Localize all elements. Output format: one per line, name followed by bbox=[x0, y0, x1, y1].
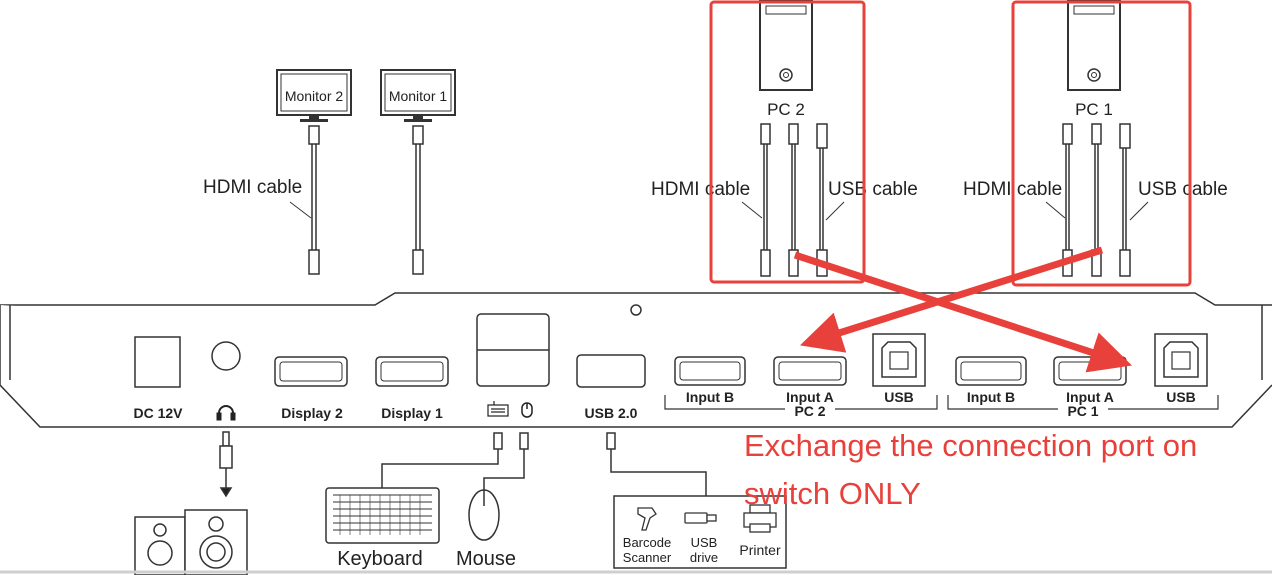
monitor-1-label: Monitor 1 bbox=[389, 88, 448, 104]
pc-1-group-label: PC 1 bbox=[1067, 403, 1098, 419]
annotation-line-2: switch ONLY bbox=[744, 476, 921, 511]
keyboard-mouse-usb-ports bbox=[476, 313, 550, 387]
monitor-hdmi-cables bbox=[289, 125, 424, 275]
pc-1-label: PC 1 bbox=[1075, 100, 1113, 119]
usb-drive-label-1: USB bbox=[691, 535, 718, 550]
display-2-label: Display 2 bbox=[281, 405, 343, 421]
usb-hub-cable bbox=[606, 432, 707, 496]
pc-1-input-a-label: Input A bbox=[1066, 389, 1114, 405]
mouse bbox=[468, 489, 500, 541]
arrow-pc2-to-pc1-input-a bbox=[793, 251, 1132, 373]
keyboard bbox=[325, 487, 440, 544]
barcode-scanner-label-1: Barcode bbox=[623, 535, 671, 550]
pc-1-highlight-box bbox=[1011, 0, 1192, 287]
display-1-port bbox=[375, 356, 449, 387]
pc-1-input-b-label: Input B bbox=[967, 389, 1015, 405]
speakers bbox=[134, 509, 248, 575]
pc-1-input-b-port bbox=[955, 356, 1027, 386]
pc-2 bbox=[759, 0, 813, 91]
pc-2-hdmi-cable-label: HDMI cable bbox=[651, 179, 750, 200]
keyboard-label: Keyboard bbox=[337, 548, 423, 570]
mouse-icon bbox=[521, 402, 533, 418]
headphone-icon bbox=[216, 405, 236, 421]
pc-2-input-a-port bbox=[773, 356, 847, 386]
pc-2-group-label: PC 2 bbox=[794, 403, 825, 419]
printer-icon bbox=[743, 504, 777, 533]
annotation-line-1: Exchange the connection port on bbox=[744, 428, 1197, 463]
pc-1-usb-cable-label: USB cable bbox=[1138, 179, 1228, 200]
pc-1-usb-label: USB bbox=[1166, 389, 1196, 405]
monitor-2-label: Monitor 2 bbox=[285, 88, 344, 104]
display-2-port bbox=[274, 356, 348, 387]
pc-1 bbox=[1067, 0, 1121, 91]
pc-2-highlight-box bbox=[709, 0, 866, 284]
pc-1-usb-port bbox=[1154, 333, 1208, 387]
monitor-1: Monitor 1 bbox=[380, 69, 456, 122]
keyboard-mouse-cables bbox=[381, 432, 529, 490]
display-1-label: Display 1 bbox=[381, 405, 443, 421]
audio-jack bbox=[211, 341, 241, 371]
pc-2-cables bbox=[741, 123, 845, 277]
mouse-label: Mouse bbox=[456, 548, 516, 570]
pc-2-label: PC 2 bbox=[767, 100, 805, 119]
usb-2-0-port bbox=[576, 354, 646, 388]
pc-2-usb-label: USB bbox=[884, 389, 914, 405]
keyboard-icon bbox=[487, 401, 509, 417]
pc-2-usb-port bbox=[872, 333, 926, 387]
pc-2-usb-cable-label: USB cable bbox=[828, 179, 918, 200]
usb-drive-label-2: drive bbox=[690, 550, 718, 565]
dc-12v-port bbox=[134, 336, 181, 388]
usb-2-0-label: USB 2.0 bbox=[585, 405, 638, 421]
monitor-2: Monitor 2 bbox=[276, 69, 352, 122]
pc-2-input-b-port bbox=[674, 356, 746, 386]
pc-2-input-a-label: Input A bbox=[786, 389, 834, 405]
pc-2-input-b-label: Input B bbox=[686, 389, 734, 405]
usb-drive-icon bbox=[684, 512, 717, 524]
barcode-scanner-label-2: Scanner bbox=[623, 550, 672, 565]
hdmi-cable-label-left: HDMI cable bbox=[203, 177, 302, 198]
arrow-pc1-to-pc2-input-a bbox=[799, 246, 1104, 353]
dc-12v-label: DC 12V bbox=[133, 405, 183, 421]
pc-1-input-a-port bbox=[1053, 356, 1127, 386]
audio-cable bbox=[219, 431, 233, 498]
printer-label: Printer bbox=[739, 542, 781, 558]
barcode-scanner-icon bbox=[637, 507, 657, 531]
